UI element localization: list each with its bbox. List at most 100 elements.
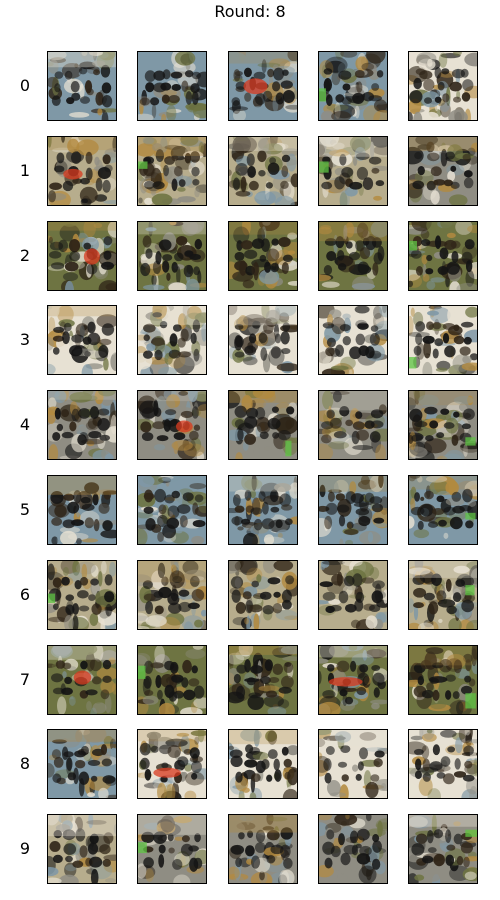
sample-image-tile — [318, 729, 388, 799]
sample-image-tile — [408, 136, 478, 206]
sample-image-tile — [228, 136, 298, 206]
generated-sample-image — [48, 476, 116, 544]
generated-sample-image — [138, 222, 206, 290]
sample-image-tile — [228, 221, 298, 291]
sample-image-tile — [318, 645, 388, 715]
sample-image-tile — [228, 729, 298, 799]
generated-sample-image — [138, 391, 206, 459]
sample-image-tile — [137, 645, 207, 715]
sample-image-tile — [137, 560, 207, 630]
sample-image-tile — [137, 305, 207, 375]
generated-sample-image — [319, 137, 387, 205]
generated-sample-image — [319, 222, 387, 290]
generated-sample-image — [229, 561, 297, 629]
generated-sample-image — [409, 730, 477, 798]
sample-image-tile — [137, 51, 207, 121]
sample-image-tile — [408, 729, 478, 799]
generated-sample-image — [319, 730, 387, 798]
generated-sample-image — [48, 815, 116, 883]
generated-sample-image — [48, 222, 116, 290]
sample-image-tile — [408, 390, 478, 460]
generated-sample-image — [319, 306, 387, 374]
generated-sample-image — [138, 476, 206, 544]
sample-image-tile — [408, 475, 478, 545]
generated-sample-image — [409, 222, 477, 290]
sample-image-tile — [408, 645, 478, 715]
sample-image-tile — [408, 221, 478, 291]
row-label: 6 — [19, 584, 31, 604]
generated-sample-image — [48, 137, 116, 205]
sample-image-tile — [47, 729, 117, 799]
row-label: 4 — [19, 415, 31, 435]
sample-image-tile — [228, 475, 298, 545]
generated-sample-image — [229, 306, 297, 374]
sample-image-tile — [228, 305, 298, 375]
generated-sample-image — [409, 52, 477, 120]
row-label: 0 — [19, 76, 31, 95]
sample-image-tile — [228, 645, 298, 715]
figure-title: Round: 8 — [214, 2, 286, 21]
generated-sample-image — [229, 391, 297, 459]
sample-image-tile — [137, 814, 207, 884]
generated-sample-image — [409, 306, 477, 374]
generated-sample-image — [409, 646, 477, 714]
generated-sample-image — [48, 561, 116, 629]
generated-sample-image — [48, 646, 116, 714]
generated-sample-image — [48, 730, 116, 798]
generated-sample-image — [138, 52, 206, 120]
sample-image-tile — [408, 560, 478, 630]
generated-sample-image — [48, 306, 116, 374]
generated-sample-image — [409, 815, 477, 883]
generated-sample-image — [409, 476, 477, 544]
generated-sample-image — [138, 815, 206, 883]
sample-image-tile — [408, 305, 478, 375]
sample-image-tile — [228, 51, 298, 121]
generated-sample-image — [319, 391, 387, 459]
sample-image-tile — [47, 814, 117, 884]
generated-sample-image — [138, 137, 206, 205]
generated-sample-image — [229, 476, 297, 544]
sample-image-tile — [137, 729, 207, 799]
generated-sample-image — [229, 52, 297, 120]
sample-image-tile — [408, 814, 478, 884]
generated-sample-image — [229, 730, 297, 798]
sample-image-tile — [318, 390, 388, 460]
generated-sample-image — [138, 730, 206, 798]
sample-image-tile — [318, 221, 388, 291]
generated-sample-image — [229, 137, 297, 205]
generated-sample-image — [409, 137, 477, 205]
generated-sample-image — [319, 815, 387, 883]
sample-image-tile — [47, 305, 117, 375]
generated-sample-image — [138, 561, 206, 629]
row-label: 7 — [19, 669, 31, 689]
row-label: 8 — [19, 754, 31, 774]
sample-image-tile — [408, 51, 478, 121]
generated-sample-image — [138, 646, 206, 714]
sample-image-tile — [228, 814, 298, 884]
generated-sample-image — [319, 561, 387, 629]
sample-image-tile — [47, 390, 117, 460]
generated-sample-image — [409, 561, 477, 629]
sample-image-tile — [47, 136, 117, 206]
sample-image-tile — [318, 51, 388, 121]
sample-image-tile — [318, 475, 388, 545]
generated-sample-image — [319, 52, 387, 120]
sample-image-tile — [318, 560, 388, 630]
sample-image-tile — [137, 136, 207, 206]
sample-image-tile — [318, 814, 388, 884]
generated-sample-image — [409, 391, 477, 459]
sample-image-tile — [318, 305, 388, 375]
sample-image-tile — [137, 221, 207, 291]
sample-image-tile — [47, 560, 117, 630]
generated-sample-image — [229, 646, 297, 714]
generated-sample-image — [319, 476, 387, 544]
generated-sample-image — [229, 222, 297, 290]
sample-image-tile — [318, 136, 388, 206]
sample-image-tile — [47, 645, 117, 715]
row-label: 5 — [19, 500, 31, 519]
row-label: 1 — [19, 160, 31, 180]
sample-image-tile — [47, 475, 117, 545]
generated-sample-image — [229, 815, 297, 883]
generated-sample-image — [48, 52, 116, 120]
